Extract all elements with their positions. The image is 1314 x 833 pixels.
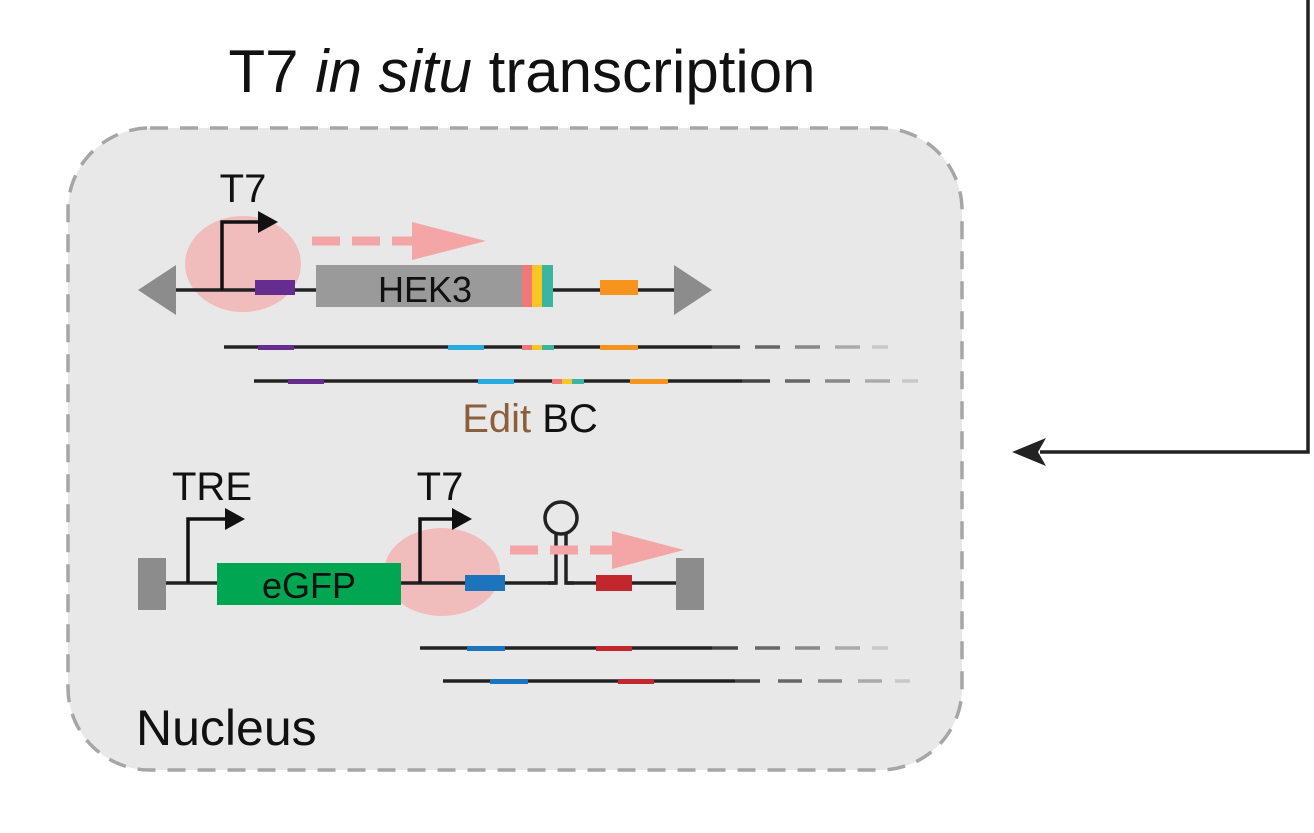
- hek3-box: [316, 265, 522, 307]
- t7-polymerase-halo-2: [384, 528, 500, 616]
- tre-label: TRE: [172, 465, 252, 509]
- red-element: [596, 575, 632, 591]
- purple-element: [255, 280, 295, 295]
- right-end-block: [676, 558, 704, 610]
- incoming-arrow: [1012, 0, 1310, 466]
- t7-promoter-arrow-icon-2: [418, 508, 472, 583]
- hek3-label: HEK3: [378, 269, 472, 310]
- transcripts-hek3: [224, 345, 918, 384]
- edit-bc-label: Edit BC: [462, 397, 598, 441]
- egfp-box: [217, 563, 401, 605]
- transcripts-egfp: [420, 646, 910, 684]
- diagram-title: T7 in situ transcription: [229, 38, 816, 105]
- right-end-arrow-icon: [674, 265, 712, 315]
- orange-element: [600, 280, 638, 295]
- egfp-label: eGFP: [262, 565, 356, 606]
- t7-label-1: T7: [220, 167, 267, 211]
- transcription-direction-arrow-2: [510, 531, 684, 569]
- blue-barcode-element: [465, 575, 505, 591]
- nucleus-label: Nucleus: [136, 700, 317, 756]
- construct-hek3: T7 HEK3: [138, 167, 712, 315]
- left-end-arrow-icon: [138, 265, 176, 315]
- t7-promoter-arrow-icon: [220, 211, 278, 290]
- t7-label-2: T7: [417, 465, 464, 509]
- nucleus-compartment: [66, 126, 964, 772]
- left-end-block: [138, 558, 166, 610]
- construct-egfp: TRE eGFP T7: [138, 465, 704, 616]
- tre-promoter-arrow-icon: [186, 508, 245, 583]
- t7-polymerase-halo: [185, 216, 301, 312]
- transcription-direction-arrow-1: [312, 222, 486, 260]
